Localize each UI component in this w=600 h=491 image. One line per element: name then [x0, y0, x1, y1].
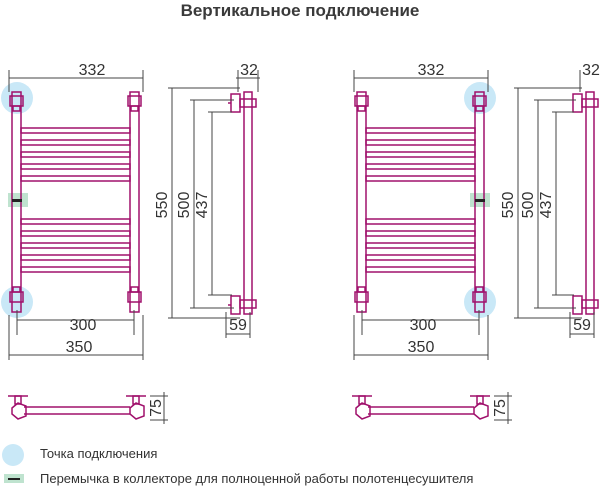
jumper-mark-right [475, 199, 485, 202]
legend-jumper: Перемычка в коллекторе для полноценной р… [0, 469, 600, 491]
dim-depth-mount: 32 [240, 62, 258, 79]
dim-height-axis: 437 [194, 192, 211, 219]
dim-width-total-right: 332 [418, 62, 445, 79]
front-dimensions [8, 70, 144, 360]
connection-point-top-right [464, 82, 496, 114]
dim-height-total: 550 [154, 192, 171, 219]
variant-right: 332 300 350 550 500 437 32 [352, 62, 600, 424]
dim-offset-bottom: 59 [229, 317, 247, 334]
variant-left: 332 300 350 [1, 62, 260, 424]
jumper-mark [12, 199, 22, 202]
dim-depth-mount-right: 32 [582, 62, 600, 79]
page-title: Вертикальное подключение [180, 1, 420, 20]
dim-height-mid-right: 500 [520, 192, 537, 219]
dim-offset-bottom-right: 59 [573, 317, 591, 334]
dim-center-distance-right: 300 [410, 317, 437, 334]
connection-point-top-left [1, 82, 33, 114]
top-dimensions [150, 392, 168, 424]
top-view-right [352, 395, 490, 420]
dim-height-total-right: 550 [500, 192, 517, 219]
jumper-icon [4, 474, 24, 483]
dim-width-outer: 350 [66, 339, 93, 356]
side-dimensions-right [514, 70, 595, 338]
dim-width-outer-right: 350 [408, 339, 435, 356]
legend-connection-point: Точка подключения [0, 444, 600, 466]
dim-center-distance: 300 [70, 317, 97, 334]
legend-jumper-label: Перемычка в коллекторе для полноценной р… [40, 471, 474, 486]
side-view-right [572, 91, 599, 315]
top-view [8, 395, 146, 420]
connection-point-icon [2, 444, 24, 466]
dim-width-total: 332 [79, 62, 106, 79]
front-dimensions-right [353, 70, 489, 360]
side-view [228, 91, 257, 315]
top-dimensions-right [494, 392, 512, 424]
dim-height-mid: 500 [176, 192, 193, 219]
front-view-right [354, 91, 487, 313]
dim-wall-offset-right: 75 [492, 399, 509, 417]
legend-connection-point-label: Точка подключения [40, 446, 158, 461]
front-view [9, 91, 142, 313]
dim-height-axis-right: 437 [538, 192, 555, 219]
side-dimensions [168, 70, 260, 338]
dim-wall-offset: 75 [148, 399, 165, 417]
